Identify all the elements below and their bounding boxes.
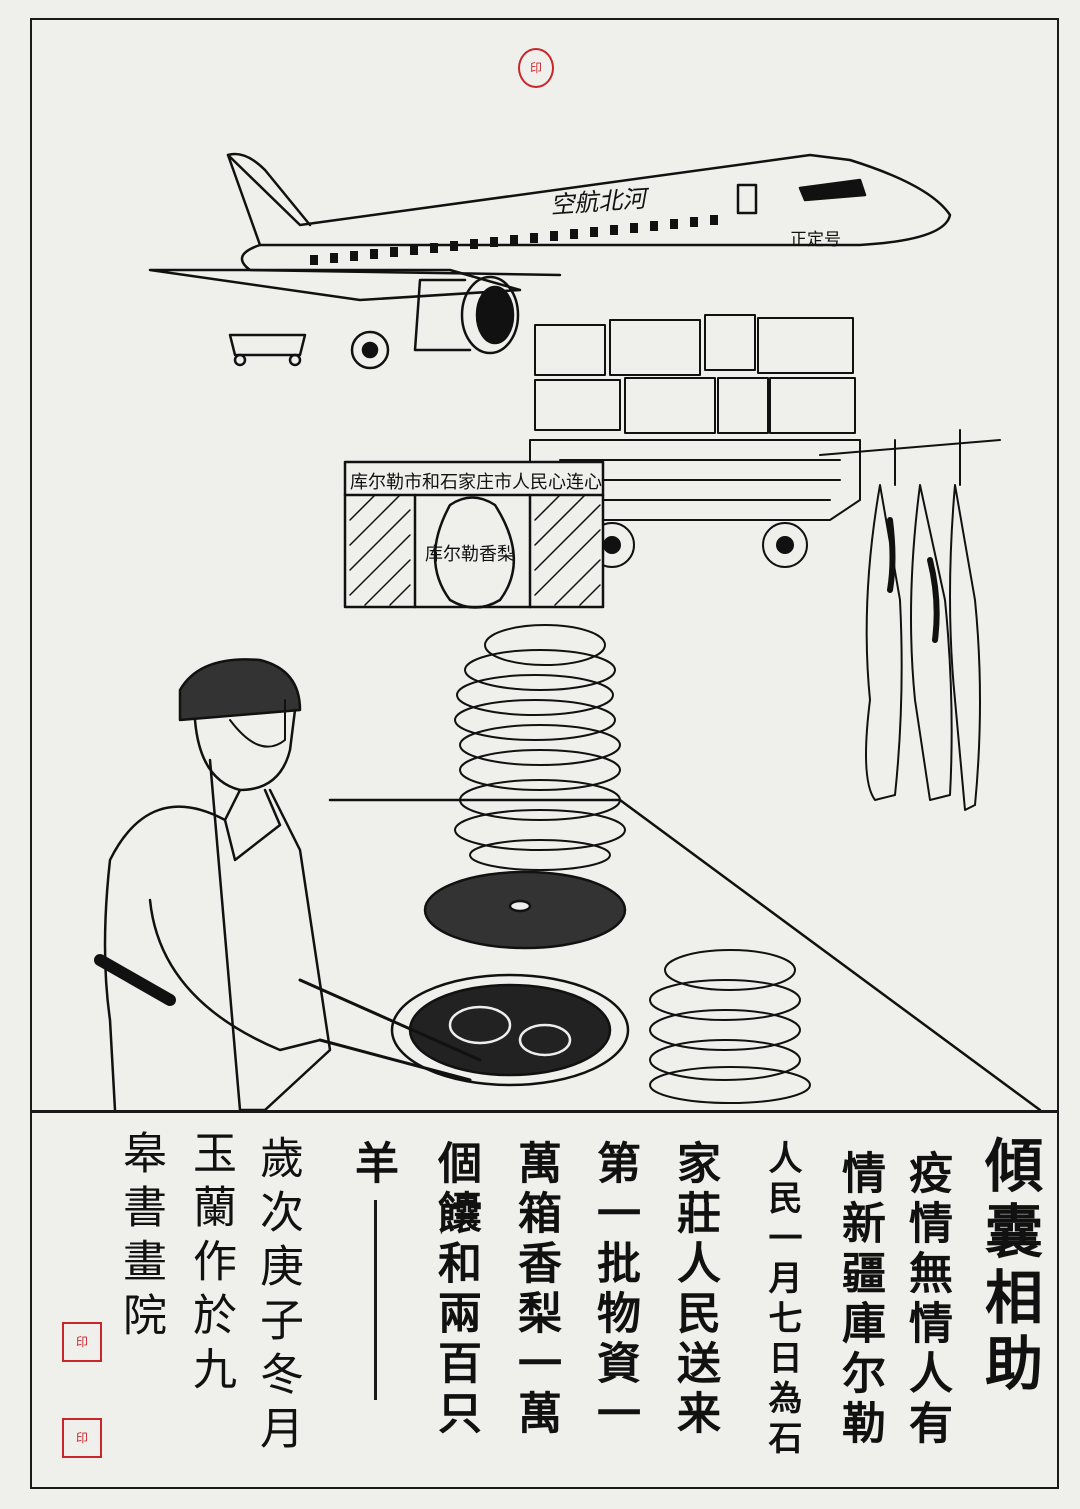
- bottom-seal-1: 印: [62, 1322, 102, 1362]
- inscription-column-2: 情新疆庫尔勒: [834, 1150, 885, 1450]
- nang-stack-illustration: [454, 624, 811, 1104]
- inscription-column-4: 家莊人民送来: [669, 1140, 720, 1440]
- top-seal: 印: [518, 48, 554, 88]
- inscription-title: 傾囊相助: [975, 1135, 1043, 1399]
- frame-bottom-line: [30, 1487, 1059, 1489]
- airplane-illustration: [148, 152, 952, 370]
- inscription-column-8: 羊: [347, 1140, 398, 1190]
- frame-left-line: [30, 18, 32, 1488]
- frame-divider-line: [30, 1110, 1059, 1113]
- signature-column-3: 皋書畫院: [115, 1130, 166, 1346]
- banner-text: 库尔勒市和石家庄市人民心连心: [350, 472, 602, 493]
- pear-crate-illustration: [343, 460, 605, 609]
- plane-name-text: 正定号: [790, 230, 841, 250]
- baker-illustration: [94, 658, 482, 1110]
- inscription-column-6: 萬箱香梨一萬: [510, 1140, 561, 1440]
- frame-right-line: [1057, 18, 1059, 1488]
- hanging-mutton-illustration: [865, 429, 981, 811]
- pear-label-text: 库尔勒香梨: [425, 544, 515, 565]
- inscription-column-1: 疫情無情人有: [901, 1150, 952, 1450]
- bottom-seal-2: 印: [62, 1418, 102, 1458]
- inscription-end-stroke: [374, 1200, 377, 1400]
- inscription-column-3: 人民一月七日為石: [762, 1140, 802, 1460]
- signature-column-2: 玉蘭作於九: [185, 1130, 236, 1400]
- signature-column-1: 歲次庚子冬月: [252, 1135, 303, 1459]
- inscription-column-7: 個饢和兩百只: [430, 1140, 481, 1440]
- frame-top-line: [30, 18, 1059, 20]
- ink-drawing: [94, 152, 1042, 1110]
- plane-livery-text: 空航北河: [549, 184, 648, 220]
- inscription-column-5: 第一批物資一: [589, 1140, 640, 1440]
- tonur-oven-illustration: [390, 870, 630, 1087]
